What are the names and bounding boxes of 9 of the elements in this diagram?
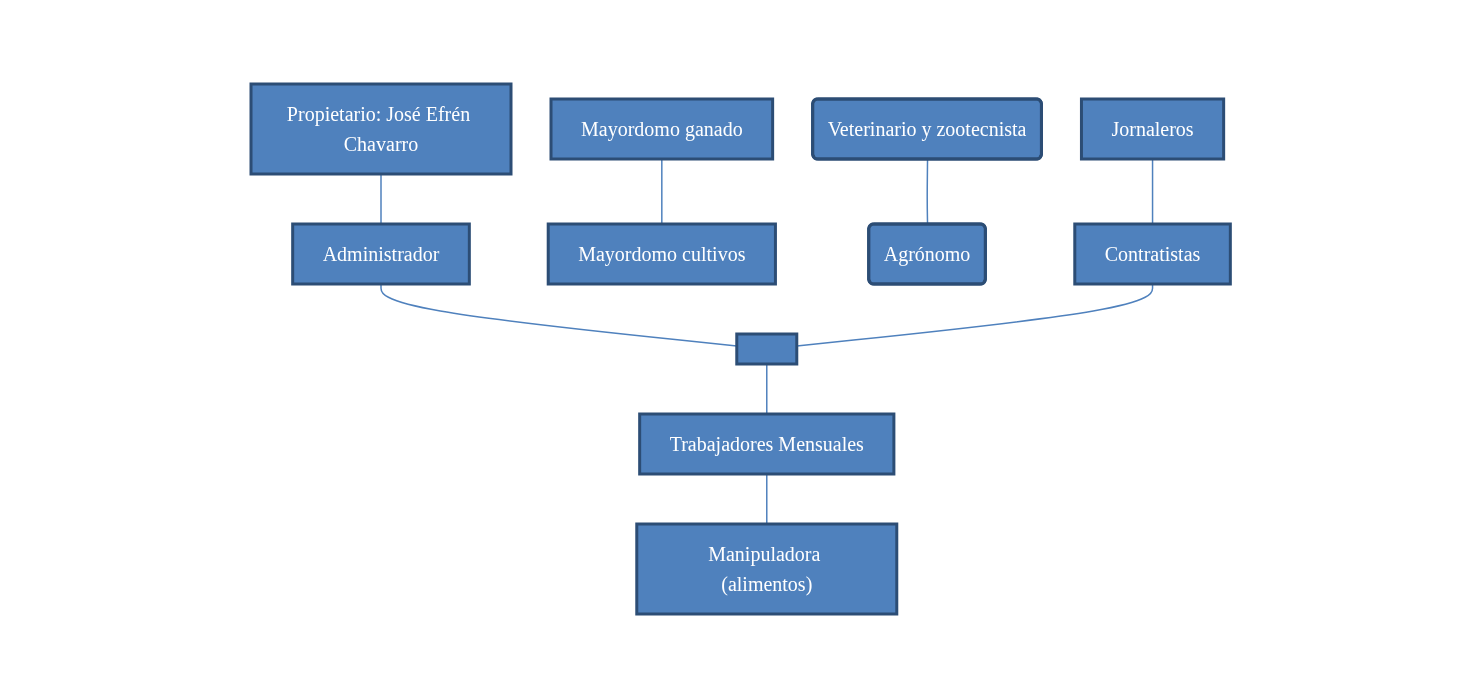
node-box: Propietario: José Efrén Chavarro [249, 82, 513, 176]
node-box: Manipuladora (alimentos) [635, 522, 899, 616]
node-box [735, 332, 799, 366]
node-box: Mayordomo cultivos [546, 222, 777, 286]
node-box: Administrador [291, 222, 471, 286]
node-box: Trabajadores Mensuales [638, 412, 896, 476]
node-box: Jornaleros [1079, 97, 1225, 161]
node-box: Mayordomo ganado [549, 97, 774, 161]
node-box: Contratistas [1073, 222, 1232, 286]
